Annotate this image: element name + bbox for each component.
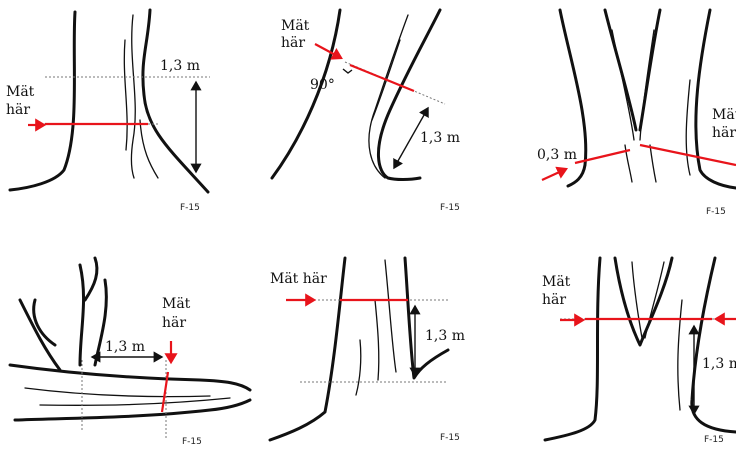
height-label: 1,3 m bbox=[160, 58, 200, 74]
measure-here-label-1: Mät bbox=[281, 18, 310, 34]
length-label: 1,3 m bbox=[105, 339, 145, 355]
measure-line-right bbox=[639, 143, 736, 167]
measure-here-label-1: Mät bbox=[162, 296, 191, 312]
author-signature: F-15 bbox=[440, 203, 460, 213]
author-signature: F-15 bbox=[704, 435, 724, 445]
panel-fallen-tree: Mät här 1,3 m F-15 bbox=[8, 256, 252, 447]
low-height-label: 0,3 m bbox=[537, 147, 577, 163]
measure-here-label-2: här bbox=[712, 125, 736, 141]
measure-here-label-1: Mät bbox=[542, 274, 571, 290]
measure-here-label-2: här bbox=[162, 315, 186, 331]
measure-here-label-2: här bbox=[281, 35, 305, 51]
measure-line-left bbox=[574, 148, 631, 165]
panel-slope-tree: Mät här 1,3 m F-15 bbox=[268, 256, 465, 443]
measure-here-arrow bbox=[541, 166, 568, 181]
measure-here-label-2: här bbox=[542, 292, 566, 308]
author-signature: F-15 bbox=[180, 203, 200, 213]
author-signature: F-15 bbox=[182, 437, 202, 447]
panel-forked-low: 0,3 m Mät här F-15 bbox=[537, 8, 736, 217]
author-signature: F-15 bbox=[706, 207, 726, 217]
measure-line bbox=[349, 63, 415, 93]
angle-label: 90° bbox=[310, 77, 335, 93]
height-label: 1,3 m bbox=[425, 328, 465, 344]
height-arrow bbox=[393, 106, 429, 170]
height-label: 1,3 m bbox=[702, 356, 736, 372]
measure-line bbox=[160, 371, 170, 413]
measure-here-label: Mät här bbox=[270, 271, 327, 287]
author-signature: F-15 bbox=[440, 433, 460, 443]
panel-leaning-tree: Mät här 90° 1,3 m F-15 bbox=[270, 8, 460, 213]
height-label: 1,3 m bbox=[420, 130, 460, 146]
measure-here-arrow bbox=[314, 43, 343, 60]
measure-here-label-1: Mät bbox=[6, 84, 35, 100]
panel-straight-tree: Mät här 1,3 m F-15 bbox=[6, 8, 210, 213]
measure-here-label-2: här bbox=[6, 102, 30, 118]
measure-here-label-1: Mät bbox=[712, 107, 736, 123]
panel-forked-high: Mät här 1,3 m F-15 bbox=[542, 256, 736, 445]
